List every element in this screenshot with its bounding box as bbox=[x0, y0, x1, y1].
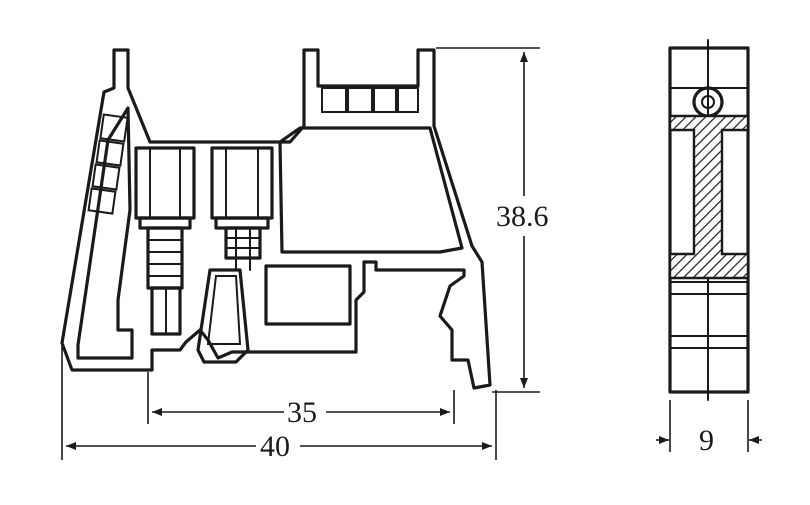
inner-cavity bbox=[278, 126, 464, 254]
rail-dimension-label: 35 bbox=[287, 396, 317, 429]
lever-grip-2 bbox=[95, 139, 125, 167]
height-dimension-label: 38.6 bbox=[496, 200, 549, 233]
thickness-dimension-label: 9 bbox=[699, 424, 714, 457]
side-view bbox=[668, 39, 750, 401]
screw-1 bbox=[134, 146, 196, 336]
clamp-spring bbox=[196, 268, 250, 364]
screw-2 bbox=[210, 146, 274, 271]
clamp-spring-inner bbox=[206, 275, 242, 345]
lever-grip-3 bbox=[91, 163, 121, 191]
lever-grip-4 bbox=[87, 187, 117, 215]
dimension-lines bbox=[61, 47, 762, 460]
width-dimension-label: 40 bbox=[260, 430, 290, 463]
front-view bbox=[60, 48, 492, 390]
lever-grip-1 bbox=[99, 113, 129, 143]
cross-section bbox=[668, 114, 750, 280]
marker-window bbox=[264, 264, 352, 326]
housing-outline bbox=[60, 48, 492, 390]
top-grip-ribs bbox=[321, 87, 419, 113]
release-lever bbox=[76, 106, 134, 360]
